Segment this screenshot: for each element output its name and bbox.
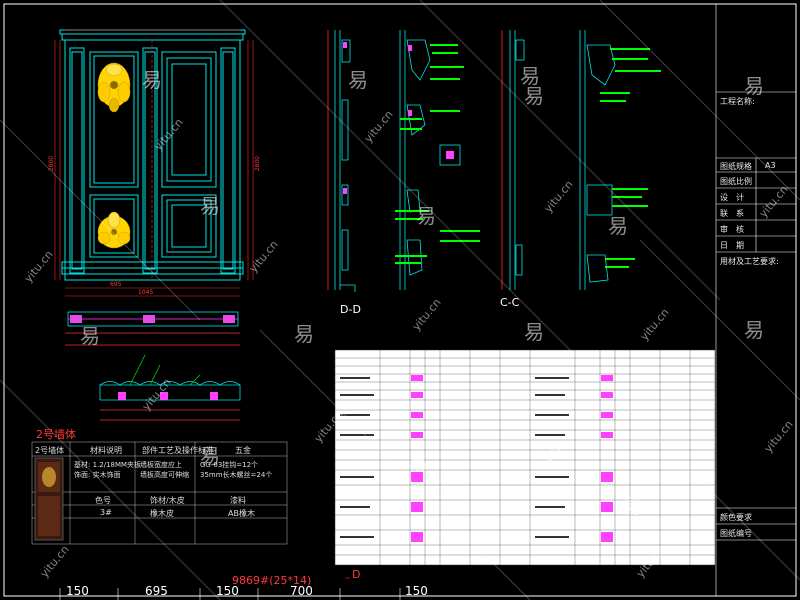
horizontal-section-detail — [99, 381, 241, 421]
spec-paint-header: 漆料 — [230, 496, 246, 505]
bottom-dim-3: 150 — [216, 584, 239, 598]
spec-veneer-header: 饰材/木皮 — [150, 496, 185, 505]
title-row-date-label: 日 期 — [720, 241, 744, 250]
project-name-label: 工程名称: — [720, 97, 755, 106]
wall-elevation — [59, 29, 246, 281]
section-cc-detail — [579, 30, 616, 290]
bottom-dim-4: 700 — [290, 584, 313, 598]
section-leader-lines — [129, 354, 201, 386]
spec-color-value: 3# — [100, 508, 112, 517]
title-row-paper-size-label: 图纸规格 — [720, 162, 752, 171]
elev-sub-width-dim: 695 — [110, 281, 122, 288]
spec-hardware-header: 五金 — [235, 446, 251, 455]
bottom-dim-2: 695 — [145, 584, 168, 598]
title-row-contact-label: 联 系 — [720, 209, 744, 218]
paper-size-value: A3 — [765, 161, 776, 170]
section-dd-detail — [399, 30, 461, 290]
title-row-design-label: 设 计 — [720, 193, 744, 202]
section-cc — [501, 30, 525, 290]
materials-label: 用材及工艺要求: — [720, 257, 779, 266]
spec-veneer-value: 橡木皮 — [150, 509, 174, 518]
spec-hardware-cell: GG-03挂钩=12个 35mm长木螺丝=24个 — [200, 461, 273, 479]
elev-width-dim: 1045 — [138, 289, 154, 296]
title-block-frame — [715, 4, 796, 596]
section-dd — [327, 30, 356, 292]
spec-material-header: 材料说明 — [90, 446, 122, 455]
elev-height-dim-right: 2800 — [254, 155, 262, 172]
dd-green-callouts — [395, 44, 480, 264]
wall-title: 2号墙体 — [36, 428, 76, 441]
spec-color-header: 色号 — [95, 496, 111, 505]
drawing-number-label: 图纸编号 — [720, 529, 752, 538]
material-schedule-text-stubs — [340, 377, 569, 538]
top-total-dimension: 9869#(25*14) — [232, 574, 312, 587]
plan-view — [65, 311, 240, 346]
color-requirement-label: 颜色要求 — [720, 513, 752, 522]
dd-magenta-marks — [343, 42, 412, 194]
elev-height-dim-left: 2800 — [48, 155, 56, 172]
title-row-scale-label: 图纸比例 — [720, 177, 752, 186]
ornament-carving-top — [97, 62, 131, 113]
elevation-dimensions — [54, 29, 254, 297]
spec-process-header: 部件工艺及操作标准 — [142, 446, 214, 455]
title-row-review-label: 审 核 — [720, 225, 744, 234]
section-marker-d: D — [352, 568, 361, 581]
ornament-carving-bottom — [97, 211, 131, 249]
spec-process-cell: 墙板宽度应上 墙板高度可伸缩 — [140, 461, 189, 479]
material-schedule-grid — [335, 350, 715, 565]
cc-green-callouts — [600, 48, 661, 268]
door-thumbnail — [34, 457, 64, 541]
material-schedule-table — [334, 349, 716, 566]
spec-material-cell: 基材: 1.2/18MM夹板 饰面: 实木饰面 — [74, 461, 142, 479]
bottom-dim-1: 150 — [66, 584, 89, 598]
bottom-dimension-chain — [40, 577, 450, 600]
material-schedule-highlights — [411, 375, 613, 542]
spec-paint-value: AB橡木 — [228, 509, 255, 518]
bottom-dim-5: 150 — [405, 584, 428, 598]
section-cc-label: C-C — [500, 296, 520, 309]
spec-wall-cell: 2号墙体 — [35, 446, 65, 455]
spec-table-grid — [31, 441, 288, 545]
section-dd-label: D-D — [340, 303, 361, 316]
